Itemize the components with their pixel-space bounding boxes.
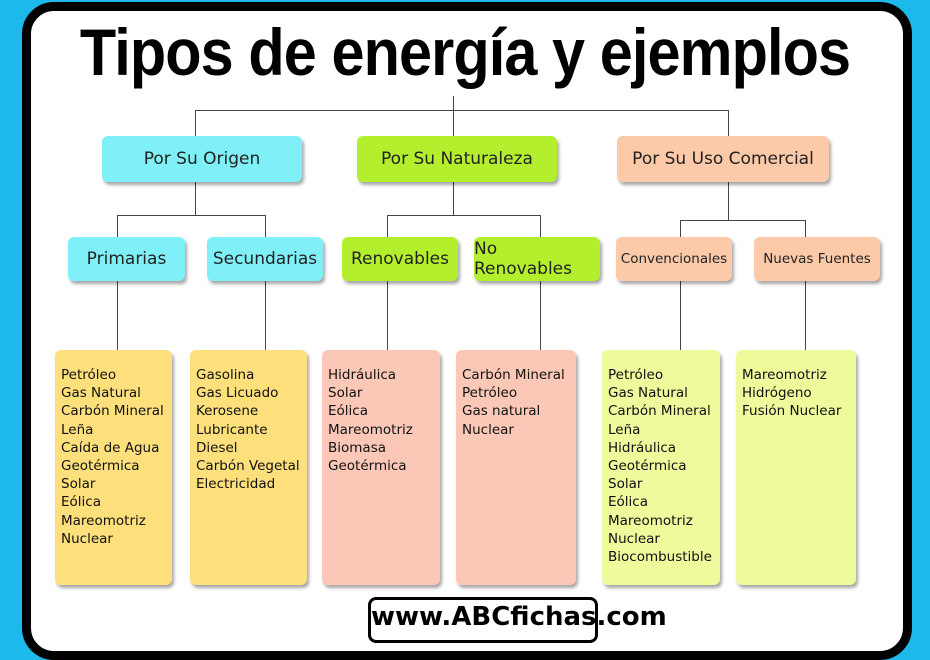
list-item: Petróleo bbox=[608, 367, 664, 383]
list-item: Nuclear bbox=[61, 530, 113, 547]
list-item: Mareomotriz bbox=[608, 512, 693, 529]
list-item: Hidráulica bbox=[608, 439, 677, 456]
list-item: Geotérmica bbox=[328, 458, 407, 475]
sub-renovables: Renovables bbox=[342, 237, 458, 281]
list-item: Carbón Mineral bbox=[61, 403, 164, 420]
connector bbox=[680, 281, 681, 350]
category-uso-comercial: Por Su Uso Comercial bbox=[617, 136, 829, 182]
list-item: Mareomotriz bbox=[328, 421, 413, 438]
connector bbox=[453, 182, 454, 215]
connector bbox=[453, 96, 454, 136]
list-item: Kerosene bbox=[196, 403, 259, 420]
connector bbox=[728, 110, 729, 136]
list-item: Fusión Nuclear bbox=[742, 403, 842, 420]
connector bbox=[805, 220, 806, 237]
list-item: Gas Licuado bbox=[196, 385, 279, 402]
list-item: Hidrógeno bbox=[742, 385, 812, 402]
connector bbox=[387, 215, 541, 216]
list-item: Petróleo bbox=[462, 385, 518, 402]
connector bbox=[265, 215, 266, 237]
connector bbox=[387, 215, 388, 237]
connector bbox=[195, 110, 196, 136]
list-item: Eólica bbox=[328, 403, 368, 420]
list-item: Nuclear bbox=[608, 530, 660, 547]
list-item: Eólica bbox=[61, 494, 101, 511]
connector bbox=[540, 281, 541, 350]
connector bbox=[680, 220, 806, 221]
sub-primarias: Primarias bbox=[68, 237, 185, 281]
connector bbox=[680, 220, 681, 237]
connector bbox=[195, 110, 729, 111]
sub-nuevas-fuentes: Nuevas Fuentes bbox=[754, 237, 880, 281]
category-naturaleza: Por Su Naturaleza bbox=[357, 136, 557, 182]
connector bbox=[540, 215, 541, 237]
category-origen: Por Su Origen bbox=[102, 136, 302, 182]
list-item: Carbón Vegetal bbox=[196, 458, 300, 475]
list-item: Geotérmica bbox=[608, 458, 687, 475]
list-item: Solar bbox=[61, 476, 96, 493]
list-item: Lubricante bbox=[196, 421, 268, 438]
connector bbox=[117, 215, 118, 237]
list-item: Solar bbox=[608, 476, 643, 493]
list-item: Biocombustible bbox=[608, 549, 712, 566]
list-item: Caída de Agua bbox=[61, 439, 160, 456]
list-item: Diesel bbox=[196, 439, 238, 456]
connector bbox=[117, 281, 118, 350]
list-item: Geotérmica bbox=[61, 458, 140, 475]
watermark: www.ABCfichas.com bbox=[368, 597, 667, 643]
list-item: Mareomotriz bbox=[61, 512, 146, 529]
connector bbox=[728, 182, 729, 220]
connector bbox=[117, 215, 266, 216]
list-item: Nuclear bbox=[462, 421, 514, 438]
list-item: Gasolina bbox=[196, 367, 255, 383]
sub-convencionales: Convencionales bbox=[616, 237, 732, 281]
list-item: Gas Natural bbox=[61, 385, 141, 402]
list-item: Eólica bbox=[608, 494, 648, 511]
list-item: Electricidad bbox=[196, 476, 276, 493]
list-item: Biomasa bbox=[328, 439, 387, 456]
sub-secundarias: Secundarias bbox=[207, 237, 323, 281]
list-item: Leña bbox=[608, 421, 641, 438]
list-item: Hidráulica bbox=[328, 367, 397, 383]
list-item: Mareomotriz bbox=[742, 367, 827, 383]
list-item: Gas Natural bbox=[608, 385, 688, 402]
list-item: Leña bbox=[61, 421, 94, 438]
connector bbox=[387, 281, 388, 350]
connector bbox=[805, 281, 806, 350]
connector bbox=[265, 281, 266, 350]
list-item: Carbón Mineral bbox=[608, 403, 711, 420]
connector bbox=[195, 182, 196, 215]
list-item: Petróleo bbox=[61, 367, 117, 383]
list-item: Solar bbox=[328, 385, 363, 402]
page-title: Tipos de energía y ejemplos bbox=[79, 15, 851, 89]
list-item: Carbón Mineral bbox=[462, 367, 565, 383]
sub-no-renovables: No Renovables bbox=[474, 237, 600, 281]
list-item: Gas natural bbox=[462, 403, 541, 420]
